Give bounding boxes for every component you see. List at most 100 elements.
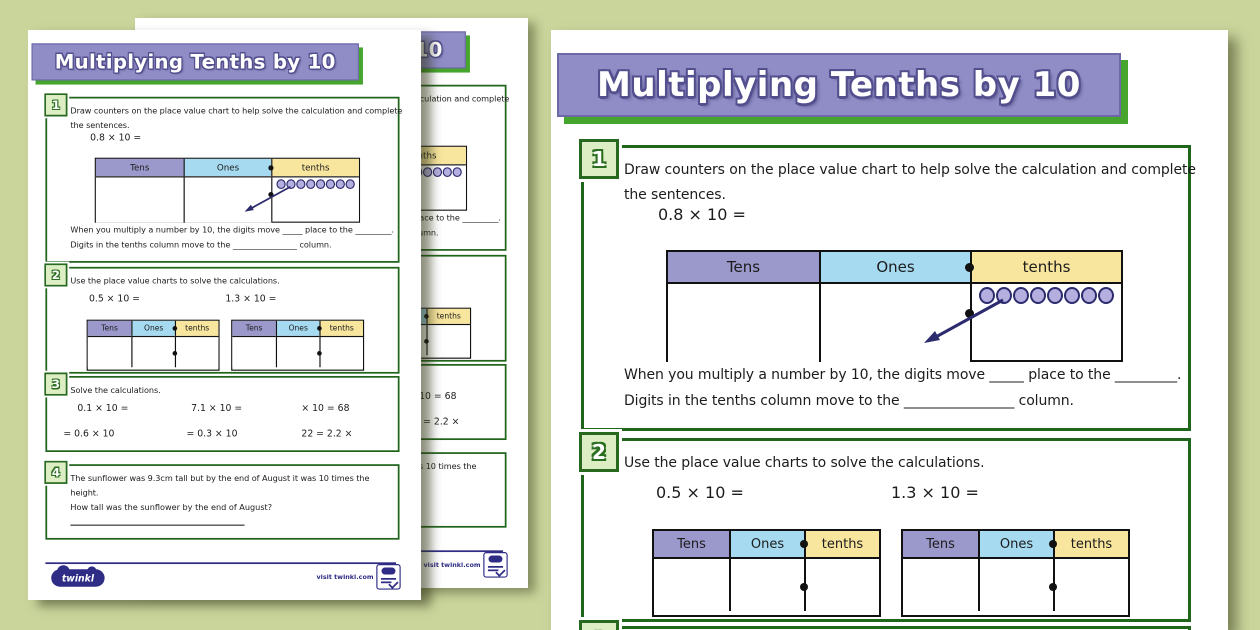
question-1-number-badge: 1 (42, 91, 70, 119)
badge-line (380, 581, 392, 584)
q3-calculation-2: 7.1 × 10 = (191, 402, 242, 413)
question-3-number-badge: 3 (42, 370, 70, 398)
move-left-arrow-icon (244, 185, 291, 212)
tens-body-cell (95, 176, 184, 223)
decimal-point-dot (317, 326, 322, 331)
place-value-counter (452, 167, 462, 178)
tenths-body-cell (271, 176, 359, 222)
twinkl-badge-icon (376, 564, 401, 590)
place-value-counter (422, 167, 433, 178)
q2-equation-2-text: 1.3 × 10 = (891, 483, 979, 502)
worksheet-page-front[interactable]: Multiplying Tenths by 10 1 Draw counters… (28, 30, 421, 600)
place-value-counter (276, 179, 286, 190)
footer-divider (45, 562, 397, 565)
place-value-counter (1098, 287, 1114, 304)
decimal-point-dot (965, 309, 974, 318)
decimal-point-dot (424, 339, 429, 344)
question-number: 4 (51, 465, 60, 480)
place-value-counter (315, 179, 326, 190)
worksheet-page-zoomed[interactable]: Multiplying Tenths by 10 1 Draw counters… (551, 30, 1228, 630)
calc-text: 0.1 × 10 = (77, 402, 129, 414)
twinkl-logo-text: twinkl (61, 572, 95, 584)
tens-header-cell: Tens (232, 320, 276, 336)
calc-text: 22 = 2.2 × (301, 427, 353, 439)
worksheet-title-banner: Multiplying Tenths by 10 (557, 53, 1121, 117)
calc-text: 22 = 2.2 × (408, 415, 460, 427)
ones-header-cell: Ones (729, 531, 804, 557)
question-4-prompt: The sunflower was 9.3cm tall but by the … (70, 474, 370, 498)
tens-body-cell (668, 282, 819, 362)
decimal-point-dot (1049, 540, 1057, 548)
visit-twinkl-link[interactable]: visit twinkl.com (423, 561, 481, 569)
place-value-counter (1081, 287, 1097, 304)
ones-body-cell (819, 282, 970, 362)
q1-sentence-2: Digits in the tenths column move to the … (70, 240, 332, 251)
question-2-number-badge: 2 (576, 429, 622, 475)
tens-header-cell: Tens (903, 531, 978, 557)
move-left-arrow-icon (924, 298, 1004, 343)
chart-header-row: Tens Ones tenths (668, 252, 1121, 282)
q1-equation-text: 0.8 × 10 = (658, 205, 746, 224)
question-number: 3 (592, 628, 606, 630)
tens-body-cell (654, 557, 729, 611)
chart-body-row (95, 176, 359, 223)
chart-body-row (903, 557, 1128, 611)
place-value-counter (325, 179, 336, 190)
calc-text: = 0.6 × 10 (63, 427, 115, 439)
tenths-header-cell: tenths (970, 252, 1121, 282)
q3-calculation-3: × 10 = 68 (301, 402, 349, 413)
tenths-header-cell: tenths (271, 158, 359, 177)
decimal-point-dot (800, 540, 808, 548)
q1-equation-text: 0.8 × 10 = (90, 131, 142, 143)
place-value-counter (1047, 287, 1063, 304)
place-value-counter (432, 167, 443, 178)
chart-header-row: Tens Ones tenths (87, 320, 219, 336)
ones-body-cell (978, 557, 1053, 611)
ones-body-cell (183, 176, 272, 223)
question-3-number-badge: 3 (576, 617, 622, 630)
place-value-chart-small-2: Tens Ones tenths (231, 319, 365, 371)
place-value-counter (296, 179, 306, 190)
badge-check-icon (388, 578, 399, 589)
place-value-chart-large: Tens Ones tenths (666, 250, 1123, 362)
place-value-chart-small-2: Tens Ones tenths (901, 529, 1130, 617)
calc-text: 7.1 × 10 = (191, 402, 243, 414)
question-number: 2 (51, 268, 60, 282)
chart-body-row (232, 335, 363, 368)
question-number: 1 (592, 147, 606, 171)
place-value-counter (286, 179, 296, 190)
badge-line (487, 565, 504, 568)
q1-equation-row: 0.8 × 10 = (90, 132, 141, 143)
question-3-box: 3 Solve the calculations. 0.1 × 10 = 7.1… (42, 370, 400, 453)
place-value-counter (442, 167, 452, 178)
decimal-point-dot (424, 314, 429, 319)
question-2-prompt: Use the place value charts to solve the … (624, 455, 985, 471)
decimal-point-dot (800, 583, 808, 591)
worksheet-sheet: Multiplying Tenths by 10 1 Draw counters… (28, 30, 421, 600)
chart-header-row: Tens Ones tenths (95, 158, 359, 177)
q3-calculation-3: × 10 = 68 (408, 390, 456, 401)
place-value-counter (1064, 287, 1080, 304)
ones-header-cell: Ones (131, 320, 175, 336)
tenths-body-cell (970, 282, 1121, 360)
question-1-number-badge: 1 (576, 136, 622, 182)
q3-calculation-6: 22 = 2.2 × (301, 428, 352, 439)
question-1-box: 1 Draw counters on the place value chart… (576, 136, 1196, 431)
tens-body-cell (87, 335, 132, 368)
tenths-header-cell: tenths (174, 320, 219, 336)
question-1-box: 1 Draw counters on the place value chart… (42, 91, 402, 263)
question-2-number-badge: 2 (42, 261, 70, 289)
place-value-counter (345, 179, 355, 190)
q2-equation-1: 0.5 × 10 = (656, 483, 744, 502)
q3-calculation-4: = 0.6 × 10 (63, 428, 114, 439)
decimal-point-dot (172, 326, 178, 331)
place-value-counter (1030, 287, 1046, 304)
visit-twinkl-link[interactable]: visit twinkl.com (316, 573, 374, 581)
badge-line (487, 569, 499, 572)
tenths-body-cell (426, 323, 470, 356)
question-number: 2 (592, 440, 606, 464)
q1-equation-row: 0.8 × 10 = (658, 205, 746, 224)
question-3-box: 3 Solve the calculations. 0.1 × 10 = 7.1… (576, 617, 1191, 630)
decimal-point-dot (1049, 583, 1057, 591)
